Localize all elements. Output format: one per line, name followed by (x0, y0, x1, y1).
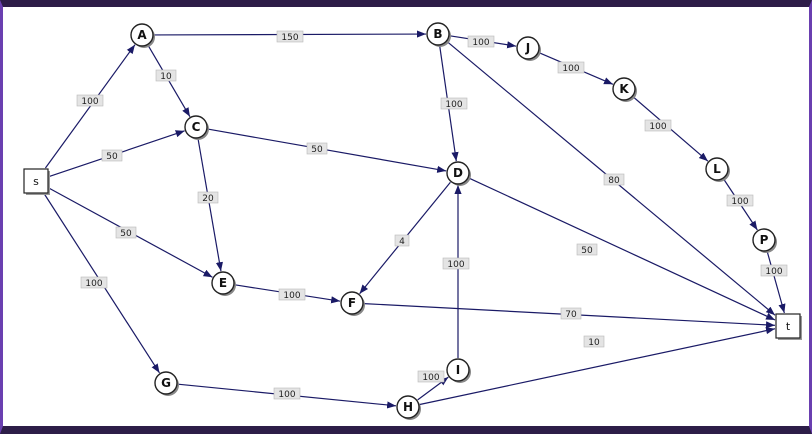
edge-C-E (197, 138, 223, 272)
edge-weight-L-P: 100 (726, 194, 754, 207)
node-label-P: P (760, 233, 769, 247)
node-s: s (23, 168, 50, 195)
edge-D-t (468, 177, 776, 321)
edge-weight-P-t: 100 (760, 264, 788, 277)
edge-weight-B-t: 80 (603, 173, 625, 186)
edge-weight-s-A: 100 (76, 94, 104, 107)
svg-text:50: 50 (120, 229, 132, 239)
node-K: K (612, 77, 637, 102)
node-label-C: C (192, 120, 201, 134)
edge-weight-s-G: 100 (80, 276, 108, 289)
node-label-B: B (433, 27, 442, 41)
edges-layer (43, 30, 786, 409)
node-label-H: H (403, 400, 413, 414)
edge-weight-s-C: 50 (101, 149, 123, 162)
svg-text:100: 100 (731, 197, 748, 207)
svg-text:100: 100 (472, 38, 489, 48)
node-D: D (446, 161, 471, 186)
svg-text:100: 100 (649, 122, 666, 132)
svg-text:100: 100 (562, 64, 579, 74)
edge-weight-H-I: 100 (417, 370, 445, 383)
svg-text:20: 20 (202, 194, 214, 204)
edge-weight-B-J: 100 (467, 35, 495, 48)
edge-weight-s-E: 50 (115, 226, 137, 239)
node-L: L (705, 157, 730, 182)
edge-weight-D-F: 4 (394, 234, 410, 247)
node-label-J: J (525, 41, 530, 55)
edge-weight-A-B: 150 (276, 30, 304, 43)
edge-weight-B-D: 100 (440, 97, 468, 110)
node-label-G: G (161, 376, 171, 390)
node-label-D: D (453, 166, 463, 180)
svg-text:100: 100 (283, 291, 300, 301)
node-label-L: L (713, 162, 721, 176)
node-label-s: s (33, 175, 39, 188)
svg-text:100: 100 (81, 97, 98, 107)
edge-weight-D-t: 50 (576, 243, 598, 256)
edge-s-A (44, 44, 136, 169)
node-C: C (184, 115, 209, 140)
svg-text:4: 4 (399, 237, 405, 247)
svg-text:100: 100 (422, 373, 439, 383)
node-label-I: I (456, 363, 460, 377)
node-B: B (426, 22, 451, 47)
edge-weight-I-D: 100 (442, 257, 470, 270)
node-E: E (211, 271, 236, 296)
node-H: H (396, 395, 421, 420)
svg-text:100: 100 (445, 100, 462, 110)
svg-text:150: 150 (281, 33, 298, 43)
node-label-t: t (786, 320, 791, 333)
node-A: A (130, 23, 155, 48)
edge-weight-C-E: 20 (197, 191, 219, 204)
edge-weight-H-t: 10 (583, 335, 605, 348)
node-t: t (775, 313, 802, 340)
node-J: J (516, 36, 541, 61)
svg-text:100: 100 (447, 260, 464, 270)
edge-weight-G-H: 100 (273, 387, 301, 400)
edge-labels-layer: 100 50 50 100 150 10 100 100 80 50 20 4 50 100 70 100 10… (76, 30, 788, 400)
node-G: G (154, 371, 179, 396)
edge-weight-A-C: 10 (155, 69, 177, 82)
svg-text:10: 10 (160, 72, 172, 82)
edge-H-t (419, 327, 776, 406)
svg-text:80: 80 (608, 176, 620, 186)
edge-weight-E-F: 100 (278, 288, 306, 301)
edge-P-t (766, 251, 786, 314)
edge-weight-J-K: 100 (557, 61, 585, 74)
edge-weight-C-D: 50 (306, 142, 328, 155)
node-I: I (446, 358, 471, 383)
node-P: P (752, 228, 777, 253)
svg-text:10: 10 (588, 338, 600, 348)
svg-text:100: 100 (765, 267, 782, 277)
node-F: F (340, 291, 365, 316)
svg-text:50: 50 (106, 152, 118, 162)
node-label-K: K (619, 82, 629, 96)
svg-text:50: 50 (581, 246, 593, 256)
node-label-F: F (348, 296, 356, 310)
svg-text:50: 50 (311, 145, 323, 155)
edge-weight-F-t: 70 (560, 307, 582, 320)
node-label-A: A (137, 28, 147, 42)
edge-weight-K-L: 100 (644, 119, 672, 132)
svg-text:70: 70 (565, 310, 577, 320)
nodes-layer: s A B C D E F G H I J K L Pt (23, 22, 802, 420)
node-label-E: E (219, 276, 227, 290)
svg-text:100: 100 (85, 279, 102, 289)
svg-text:100: 100 (278, 390, 295, 400)
